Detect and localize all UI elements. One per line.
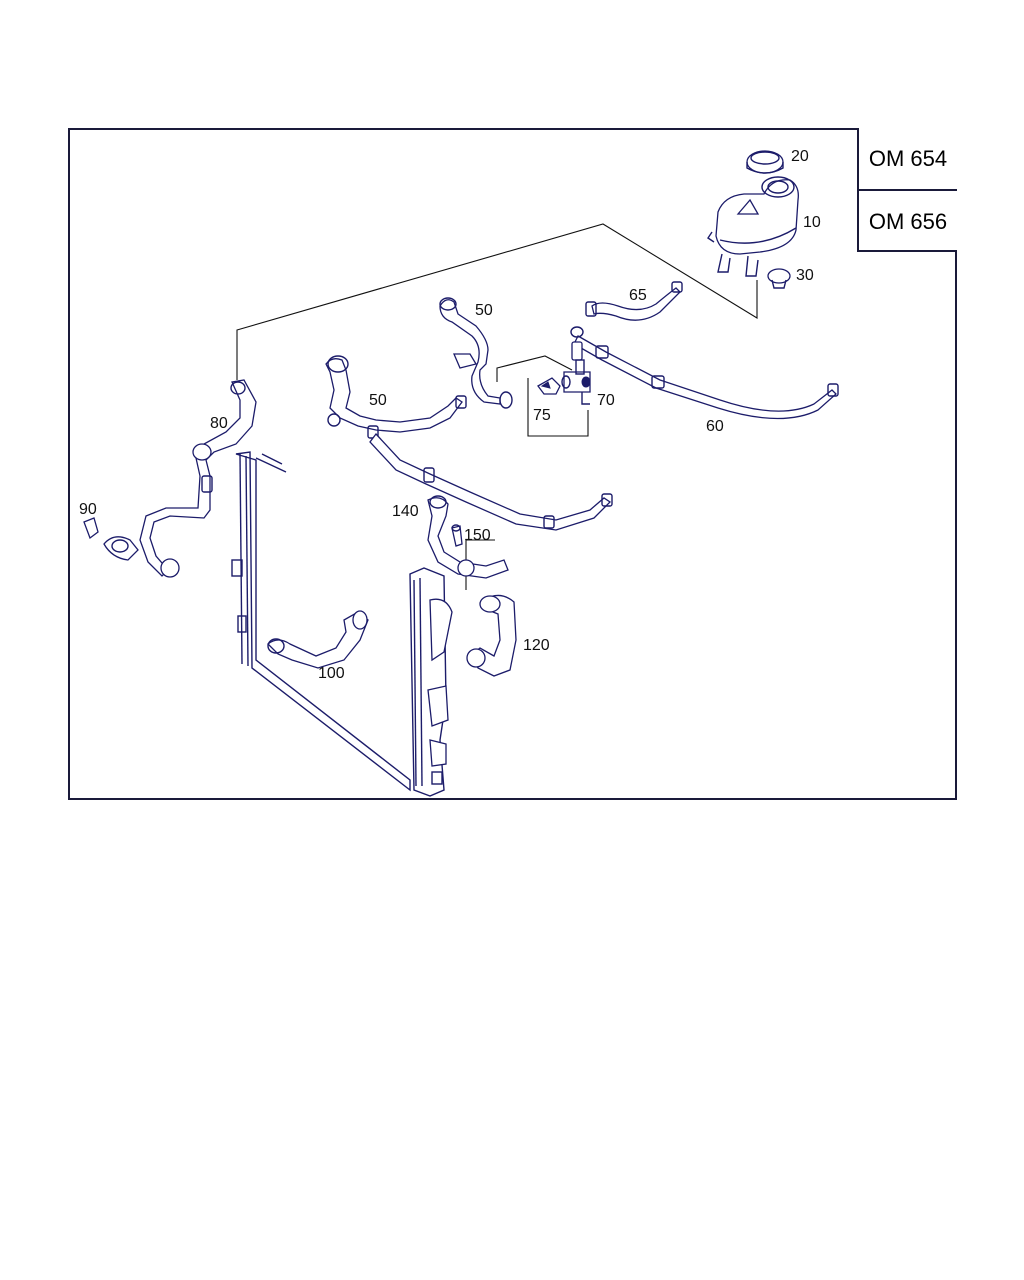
callout-140: 140 bbox=[392, 503, 419, 520]
hose-65 bbox=[585, 281, 683, 321]
callout-10: 10 bbox=[803, 214, 821, 231]
callout-120: 120 bbox=[523, 637, 550, 654]
engine-variant-table: OM 654 OM 656 bbox=[857, 128, 957, 252]
callout-labels: 20 10 30 65 50 50 70 75 60 80 90 140 150… bbox=[79, 148, 821, 682]
bolt-150 bbox=[451, 524, 463, 547]
engine-variant-om656: OM 656 bbox=[859, 189, 957, 252]
callout-50a: 50 bbox=[475, 302, 493, 319]
drain-plug bbox=[767, 268, 791, 289]
clip-75 bbox=[537, 377, 561, 395]
bleeder-screw-90 bbox=[83, 517, 139, 561]
hose-50-lower bbox=[325, 355, 467, 439]
callout-20: 20 bbox=[791, 148, 809, 165]
callout-65: 65 bbox=[629, 287, 647, 304]
t-connector-70 bbox=[561, 341, 591, 405]
leader-lines bbox=[236, 223, 758, 590]
callout-60: 60 bbox=[706, 418, 724, 435]
callout-50b: 50 bbox=[369, 392, 387, 409]
radiator-tank-right bbox=[409, 567, 453, 797]
engine-variant-om654: OM 654 bbox=[868, 145, 948, 171]
hose-100 bbox=[267, 610, 369, 669]
callout-150: 150 bbox=[464, 527, 491, 544]
expansion-tank bbox=[707, 176, 799, 277]
filler-cap bbox=[746, 150, 784, 174]
hose-80 bbox=[139, 379, 257, 578]
diagram-frame bbox=[68, 128, 957, 800]
callout-70: 70 bbox=[597, 392, 615, 409]
hose-long-lower bbox=[369, 432, 613, 531]
hose-50-upper bbox=[439, 297, 513, 409]
callout-100: 100 bbox=[318, 665, 345, 682]
callout-75: 75 bbox=[533, 407, 551, 424]
hose-60 bbox=[570, 326, 839, 420]
radiator-frame-left bbox=[231, 451, 411, 792]
callout-30: 30 bbox=[796, 267, 814, 284]
hose-140 bbox=[427, 495, 509, 579]
hose-120 bbox=[466, 594, 517, 677]
callout-80: 80 bbox=[210, 415, 228, 432]
callout-90: 90 bbox=[79, 501, 97, 518]
